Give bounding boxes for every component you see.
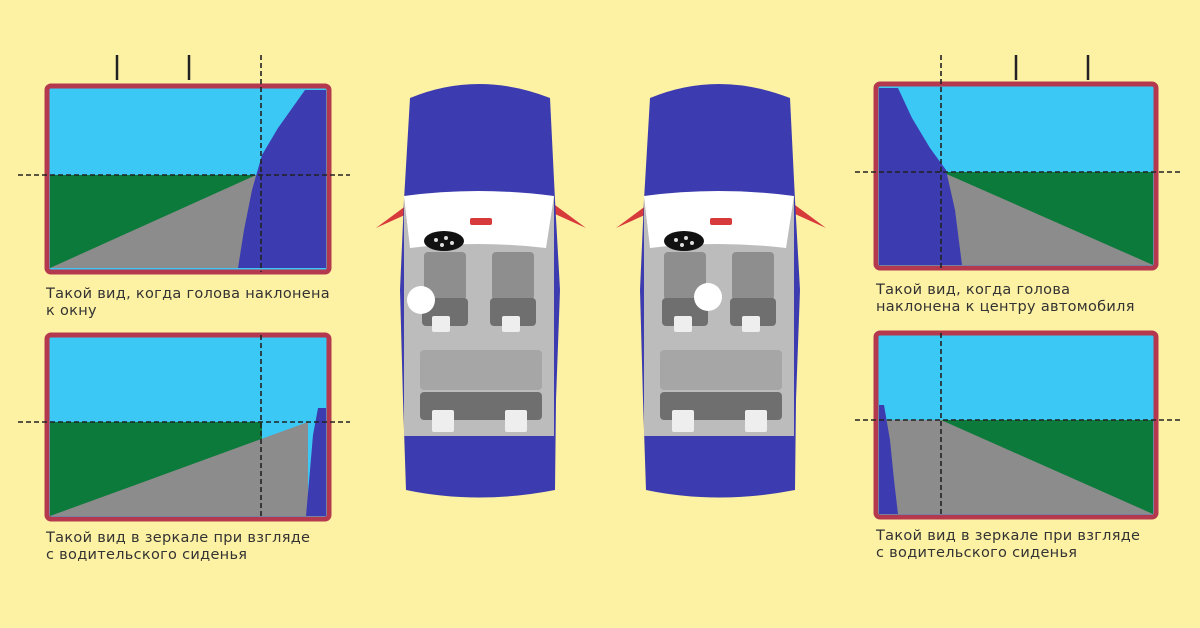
caption-line: Такой вид в зеркале при взгляде — [46, 530, 311, 546]
caption-line: Такой вид, когда голова наклонена — [46, 286, 330, 302]
caption-line: к окну — [46, 303, 97, 319]
car-top-view-left — [376, 84, 586, 498]
caption-right-tilted: Такой вид, когда голова наклонена к цент… — [876, 282, 1135, 316]
seat — [664, 252, 706, 300]
side-mirror-right — [795, 205, 826, 228]
mirror-view-right-tilted — [855, 55, 1180, 271]
caption-left-tilted: Такой вид, когда голова наклонена к окну — [46, 286, 330, 320]
seat — [492, 252, 534, 300]
caption-line: Такой вид в зеркале при взгляде — [876, 528, 1141, 544]
seat — [424, 252, 466, 300]
caption-line: с водительского сиденья — [876, 545, 1078, 561]
interior-mirror — [710, 218, 732, 225]
seat — [732, 252, 774, 300]
caption-right-driver-seat: Такой вид в зеркале при взгляде с водите… — [876, 528, 1140, 562]
interior-mirror — [470, 218, 492, 225]
rear-seat — [660, 350, 782, 390]
mirror-view-left-driver-seat — [18, 332, 350, 522]
driver-head-icon — [407, 286, 435, 314]
caption-line: Такой вид, когда голова — [876, 282, 1071, 298]
side-mirror-left — [376, 205, 407, 228]
caption-line: с водительского сиденья — [46, 547, 248, 563]
caption-line: наклонена к центру автомобиля — [876, 299, 1135, 315]
steering-wheel-icon — [424, 231, 464, 251]
steering-wheel-icon — [664, 231, 704, 251]
mirror-view-left-tilted — [18, 55, 350, 275]
caption-left-driver-seat: Такой вид в зеркале при взгляде с водите… — [46, 530, 310, 564]
mirror-view-right-driver-seat — [855, 330, 1180, 520]
car-top-view-right — [616, 84, 826, 498]
side-mirror-right — [555, 205, 586, 228]
driver-head-icon — [694, 283, 722, 311]
rear-seat — [420, 350, 542, 390]
side-mirror-left — [616, 205, 647, 228]
